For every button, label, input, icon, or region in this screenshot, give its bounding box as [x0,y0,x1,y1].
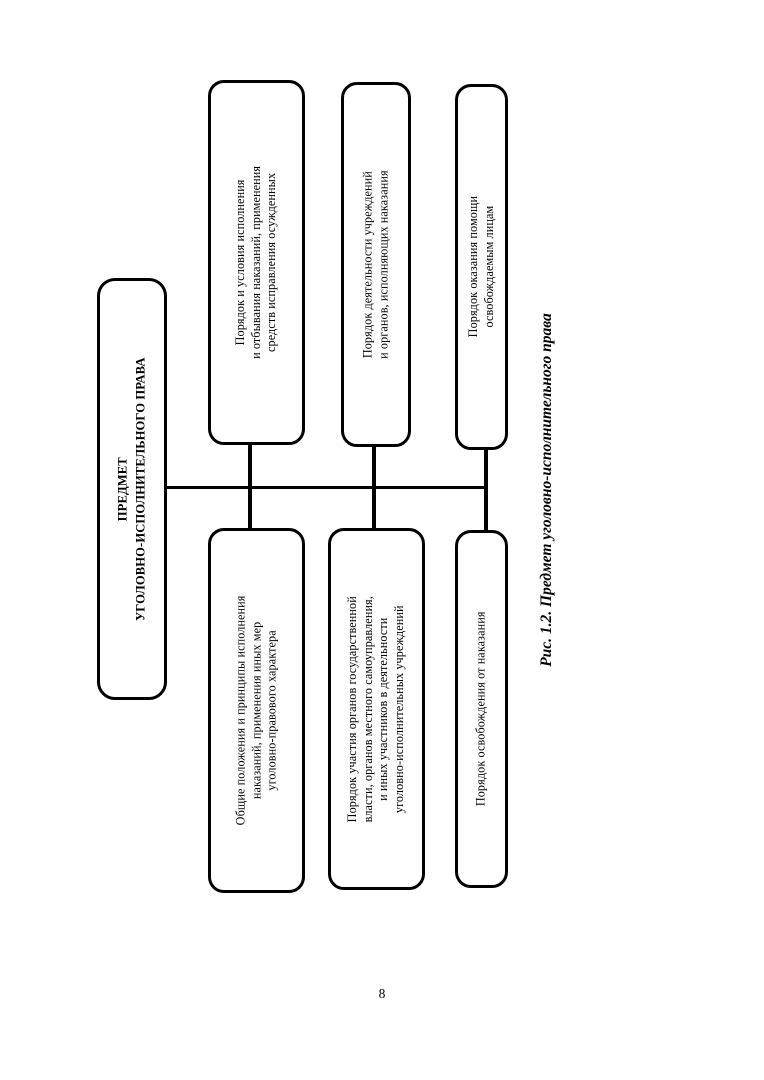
root-node-text: ПРЕДМЕТ УГОЛОВНО-ИСПОЛНИТЕЛЬНОГО ПРАВА [114,357,151,621]
branch-node-execution-order-and-conditions: Порядок и условия исполнения и отбывания… [208,80,305,445]
branch-node-4-line-1: Общие положения и принципы исполнения [233,595,248,826]
branch-node-2-text: Порядок деятельности учреждений и органо… [360,170,391,359]
branch-node-5-line-2: власти, органов местного самоуправления, [360,595,375,823]
branch-node-6-text: Порядок освобождения от наказания [474,612,490,807]
branch-node-4-line-2: наказаний, применения иных мер [248,621,263,800]
branch-node-1-line-3: средств исправления осужденных [264,172,279,353]
branch-node-general-provisions-and-principles: Общие положения и принципы исполнения на… [208,528,305,893]
branch-node-6-line-1: Порядок освобождения от наказания [473,611,488,807]
connector-trunk-horizontal [165,485,487,489]
branch-node-1-line-2: и отбывания наказаний, применения [248,165,263,360]
root-node-line-1: ПРЕДМЕТ [115,457,130,521]
branch-node-5-line-4: уголовно-исполнительных учреждений [392,605,407,813]
branch-node-5-line-1: Порядок участия органов государственной [345,595,360,823]
branch-node-3-line-2: освобождаемым лицам [481,206,496,328]
connector-stem-node-5 [372,486,376,530]
branch-node-assistance-order: Порядок оказания помощи освобождаемым ли… [455,84,508,450]
branch-node-2-line-2: и органов, исполняющих наказания [376,170,390,359]
branch-node-5-line-3: и иных участников в деятельности [376,617,391,801]
branch-node-3-text: Порядок оказания помощи освобождаемым ли… [466,196,497,337]
branch-node-3-line-1: Порядок оказания помощи [465,196,480,338]
branch-node-5-text: Порядок участия органов государственной … [345,596,407,822]
connector-stem-node-3 [484,450,488,488]
branch-node-4-line-3: уголовно-правового характера [264,630,279,791]
root-node-subject-of-penal-law: ПРЕДМЕТ УГОЛОВНО-ИСПОЛНИТЕЛЬНОГО ПРАВА [97,278,167,700]
connector-stem-node-4 [248,486,252,530]
branch-node-participation-of-state-bodies: Порядок участия органов государственной … [328,528,425,890]
branch-node-1-text: Порядок и условия исполнения и отбывания… [233,166,280,359]
branch-node-4-text: Общие положения и принципы исполнения на… [233,596,280,826]
page-number: 8 [378,986,386,1001]
figure-caption-text: Рис. 1.2. Предмет уголовно-исполнительно… [538,313,555,667]
branch-node-1-line-1: Порядок и условия исполнения [233,179,248,346]
connector-stem-node-6 [484,486,488,532]
root-node-line-2: УГОЛОВНО-ИСПОЛНИТЕЛЬНОГО ПРАВА [134,357,148,621]
branch-node-release-from-punishment-order: Порядок освобождения от наказания [455,530,508,888]
connector-stem-node-2 [372,447,376,488]
branch-node-2-line-1: Порядок деятельности учреждений [360,170,375,359]
branch-node-institutions-activity-order: Порядок деятельности учреждений и органо… [341,82,411,447]
connector-stem-node-1 [248,445,252,488]
